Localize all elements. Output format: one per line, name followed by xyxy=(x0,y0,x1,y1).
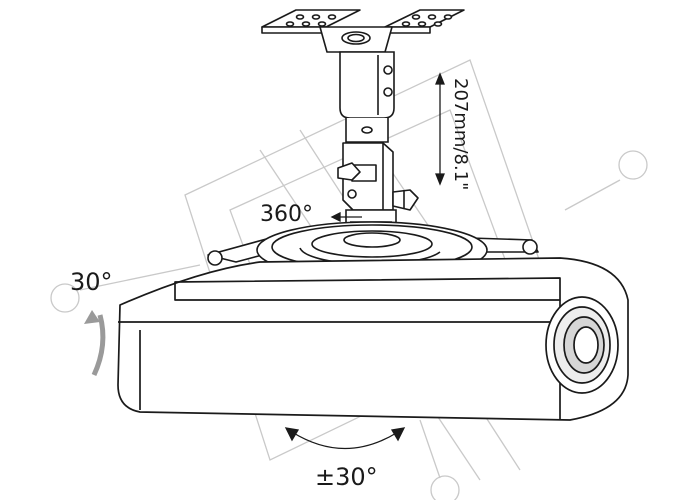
swivel-knob-icon xyxy=(392,189,419,211)
swivel-label: 360° xyxy=(260,202,313,227)
ceiling-plate xyxy=(261,9,465,53)
lens-icon xyxy=(545,296,619,394)
height-range-label: 207mm/8.1" xyxy=(450,78,471,190)
tilt-knob-icon xyxy=(337,162,361,181)
ceiling-plate-holes xyxy=(285,14,453,27)
swivel-arrow-icon xyxy=(330,211,362,223)
projector xyxy=(117,257,629,421)
extension-pole xyxy=(339,51,395,143)
tilt-label: 30° xyxy=(70,268,113,296)
rotation-arrow-icon xyxy=(284,427,406,450)
tilt-joint xyxy=(337,142,419,211)
rotation-label: ±30° xyxy=(315,463,378,491)
tilt-arrow-icon xyxy=(84,310,106,377)
height-arrow-icon xyxy=(435,72,445,186)
